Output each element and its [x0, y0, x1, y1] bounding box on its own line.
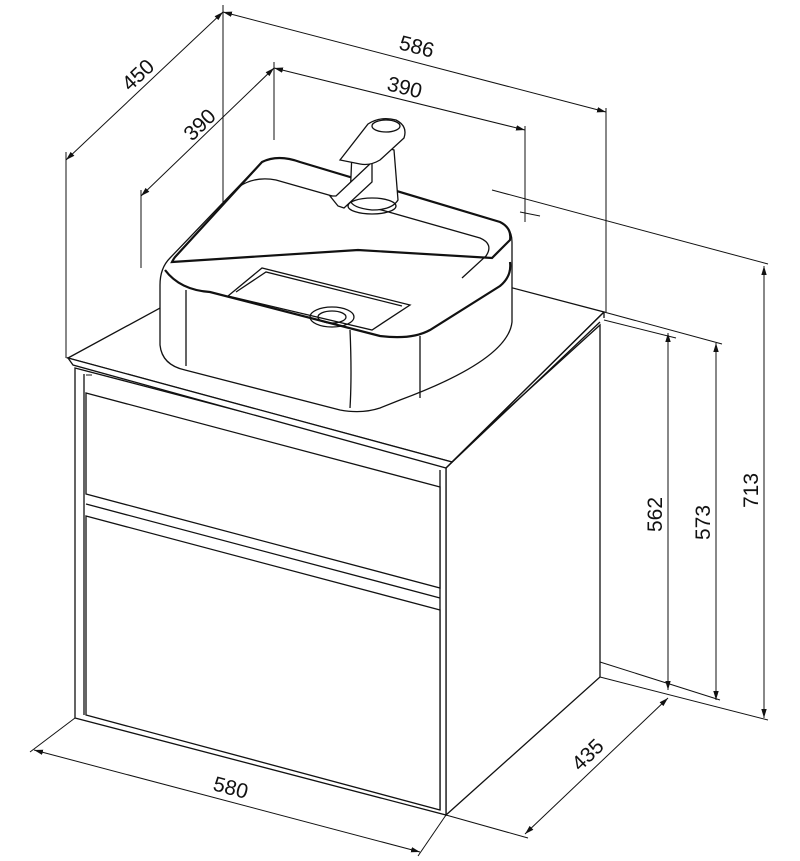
dim-height-body: 562: [644, 497, 667, 532]
vessel-basin: [159, 156, 513, 413]
dim-line-390-width: [273, 67, 526, 131]
dim-top-depth: 450: [118, 55, 159, 96]
dim-line-586: [222, 11, 607, 113]
basin-rim: [170, 156, 512, 264]
dim-height-total: 713: [740, 473, 763, 508]
drain-icon: [309, 306, 355, 328]
dimension-lines: [29, 5, 769, 857]
lower-drawer-front: [85, 515, 441, 811]
basin-bowl: [226, 267, 412, 331]
faucet: [328, 118, 406, 215]
upper-drawer-front: [85, 392, 441, 589]
dim-height-top: 573: [692, 505, 715, 540]
dim-bottom-depth: 435: [567, 735, 608, 776]
dim-basin-width: 390: [385, 73, 425, 104]
dim-top-width: 586: [397, 32, 437, 63]
faucet-spout: [328, 160, 373, 209]
dim-line-580: [33, 749, 421, 853]
dim-line-435: [524, 697, 669, 835]
dim-bottom-width: 580: [211, 773, 251, 804]
dim-basin-depth: 390: [179, 105, 220, 146]
dim-line-390-depth: [140, 67, 275, 197]
